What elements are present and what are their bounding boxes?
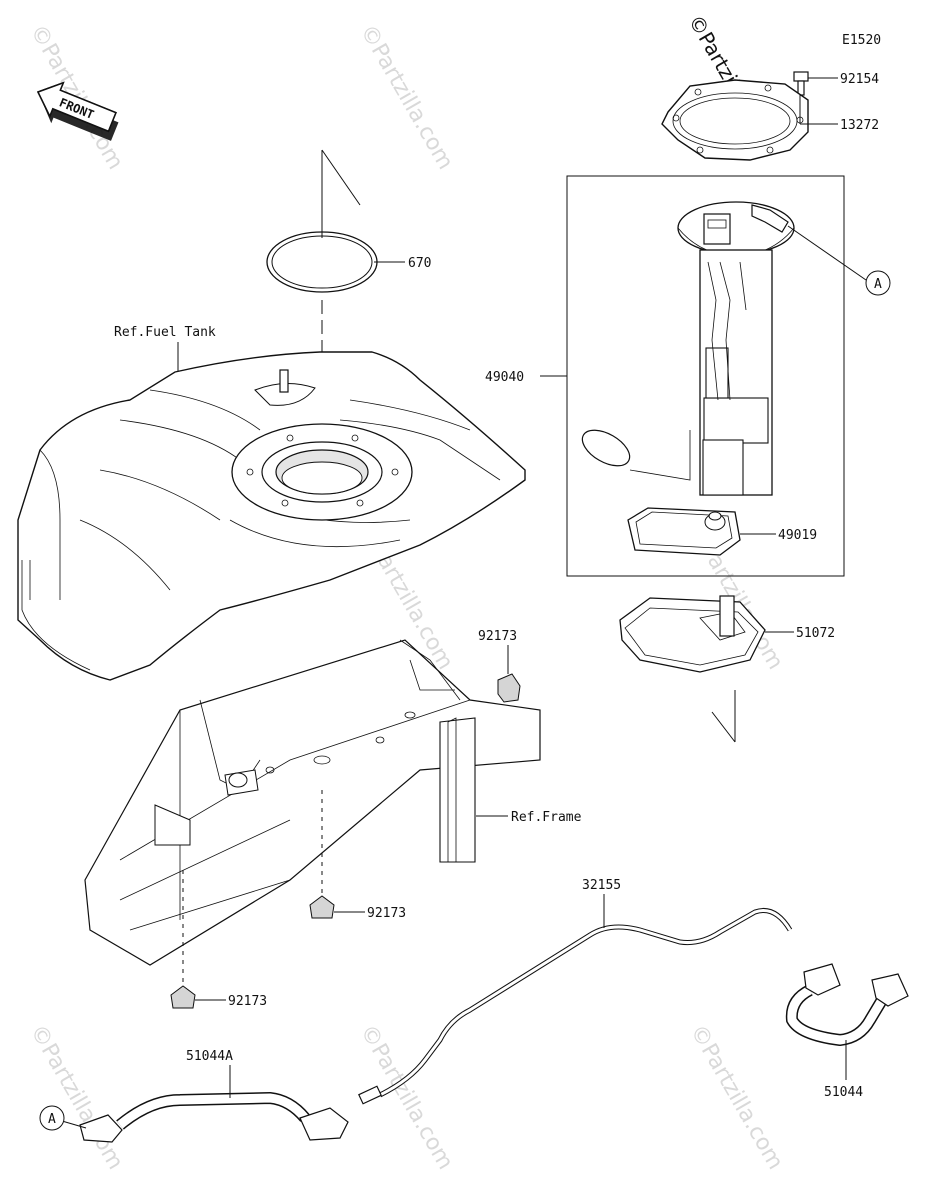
callout-clip-low: 92173 (228, 994, 267, 1009)
pump-assembly-box: 49040 (485, 175, 845, 577)
fuel-tank (17, 351, 526, 681)
callout-pump: 49040 (485, 370, 524, 385)
fuel-pump-49040 (581, 201, 867, 496)
filter-49019: 49019 (627, 507, 817, 556)
ref-fuel-tank-label: Ref.Fuel Tank (114, 325, 216, 340)
pipe-32155: 32155 (358, 878, 793, 1105)
callout-hose-right: 51044 (824, 1085, 863, 1100)
bolt-92154: 92154 (793, 71, 879, 96)
cover-51072: 51072 (619, 595, 835, 673)
oring-670: 670 (266, 231, 431, 293)
hose-51044a: 51044A (61, 1049, 349, 1143)
diagram-code: E1520 (842, 33, 881, 48)
watermark: ©Partzilla.com (25, 1021, 128, 1174)
clip-92173-mid: 92173 (309, 790, 406, 921)
ref-a-bottom: A (39, 1105, 65, 1131)
clip-92173-top: 92173 (478, 629, 521, 703)
plate-13272: 13272 (661, 79, 879, 161)
callout-filter: 49019 (778, 528, 817, 543)
callout-bolt: 92154 (840, 72, 879, 87)
frame: Ref.Frame (84, 639, 582, 966)
hose-51044: 51044 (785, 963, 909, 1100)
callout-hose-left: 51044A (186, 1049, 233, 1064)
callout-clip-mid: 92173 (367, 906, 406, 921)
callout-pipe: 32155 (582, 878, 621, 893)
ref-frame-label: Ref.Frame (511, 810, 582, 825)
callout-oring: 670 (408, 256, 431, 271)
callout-clip-top: 92173 (478, 629, 517, 644)
front-arrow: FRONT (36, 81, 119, 141)
callout-cover: 51072 (796, 626, 835, 641)
clip-92173-low: 92173 (170, 870, 267, 1009)
ref-a-top-label: A (874, 277, 882, 292)
ref-a-bottom-label: A (48, 1112, 56, 1127)
callout-plate: 13272 (840, 118, 879, 133)
ref-a-top: A (865, 270, 891, 296)
watermark: ©Partzilla.com (685, 1021, 788, 1174)
watermark: ©Partzilla.com (355, 21, 458, 174)
